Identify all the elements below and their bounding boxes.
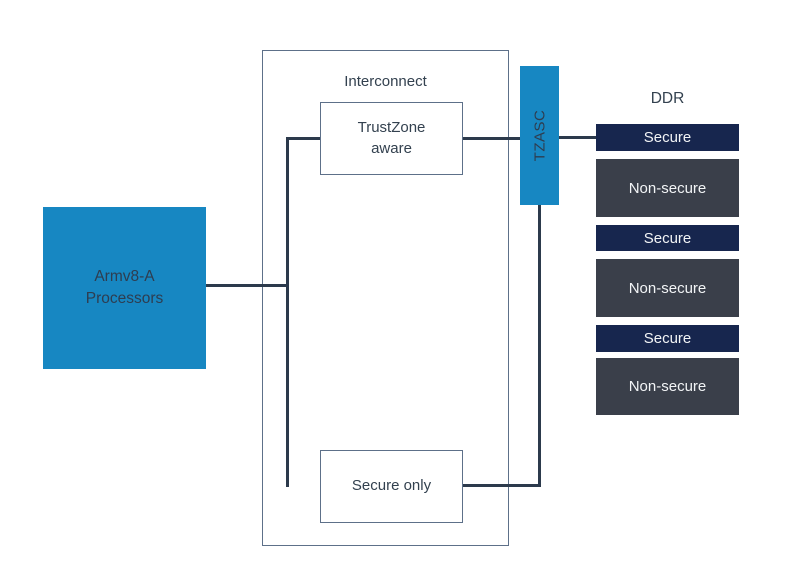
connector-trunk-to-trustzone-aware xyxy=(286,137,320,140)
interconnect-label: Interconnect xyxy=(344,73,427,90)
ddr-region-nonsecure-1: Non-secure xyxy=(596,159,739,217)
connector-processors-to-interconnect xyxy=(206,284,289,287)
interconnect-box xyxy=(262,50,509,546)
tzasc-box: TZASC xyxy=(520,66,559,205)
tzasc-label: TZASC xyxy=(531,109,549,162)
ddr-region-secure-3: Secure xyxy=(596,325,739,352)
connector-interconnect-trunk xyxy=(286,137,289,487)
armv8a-processors-box: Armv8-A Processors xyxy=(43,207,206,369)
armv8a-processors-label: Armv8-A Processors xyxy=(85,268,164,307)
ddr-region-nonsecure-3: Non-secure xyxy=(596,358,739,415)
ddr-region-nonsecure-2: Non-secure xyxy=(596,259,739,317)
ddr-region-secure-2: Secure xyxy=(596,225,739,251)
connector-tzasc-to-ddr xyxy=(559,136,596,139)
ddr-label: DDR xyxy=(650,90,685,107)
connector-secure-only-to-tzasc-line xyxy=(463,484,541,487)
trustzone-aware-label: TrustZone aware xyxy=(357,119,426,157)
ddr-region-secure-1: Secure xyxy=(596,124,739,151)
connector-trustzone-aware-to-tzasc xyxy=(463,137,520,140)
secure-only-box: Secure only xyxy=(320,450,463,523)
trustzone-aware-box: TrustZone aware xyxy=(320,102,463,175)
secure-only-label: Secure only xyxy=(351,477,432,495)
connector-tzasc-down xyxy=(538,205,541,487)
